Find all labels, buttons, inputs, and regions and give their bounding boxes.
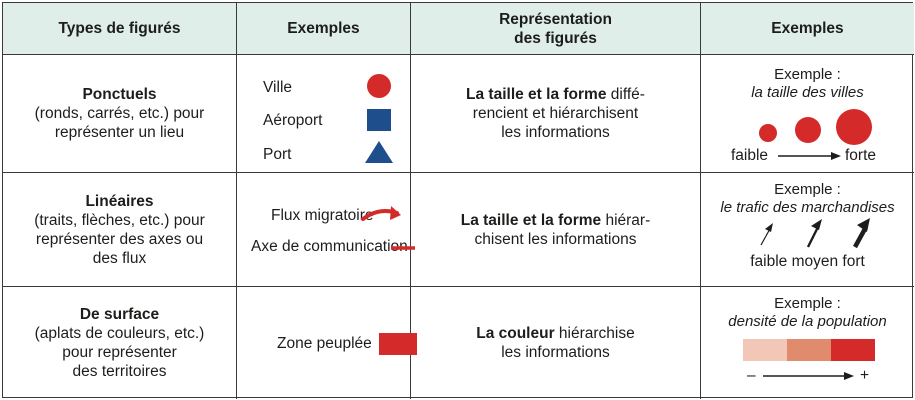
representation-surface: La couleur hiérarchise les informations <box>411 287 701 399</box>
type-surface: De surface (aplats de couleurs, etc.) po… <box>3 287 237 399</box>
rep-text: hiérar- <box>601 211 651 229</box>
representation-lineaires: La taille et la forme hiérar- chisent le… <box>411 173 701 287</box>
rep-text: hiérarchise <box>554 325 635 342</box>
box-subtitle: densité de la population <box>728 313 887 330</box>
type-ponctuels: Ponctuels (ronds, carrés, etc.) pour rep… <box>3 55 237 173</box>
header-types-label: Types de figurés <box>58 20 181 37</box>
type-title: Linéaires <box>85 192 154 210</box>
medium-circle-icon <box>795 117 821 143</box>
blue-triangle-icon <box>365 141 393 163</box>
example-ville-label: Ville <box>263 79 293 96</box>
header-representation: Représentation des figurés <box>411 3 701 55</box>
examples-lineaires: Flux migratoire Axe de communication <box>237 173 415 287</box>
type-desc-line: des flux <box>92 249 147 267</box>
type-desc-line: (ronds, carrés, etc.) pour <box>34 105 205 122</box>
rep-text: les informations <box>501 344 610 361</box>
examples-ponctuels: Ville Aéroport Port <box>237 55 411 173</box>
density-scale <box>743 339 875 380</box>
type-lineaires: Linéaires (traits, flèches, etc.) pour r… <box>3 173 237 287</box>
traffic-arrows <box>760 218 870 249</box>
rep-bold: La couleur <box>476 325 555 342</box>
header-representation-line1: Représentation <box>499 10 612 28</box>
example-zone-label: Zone peuplée <box>277 335 372 352</box>
type-desc-line: (aplats de couleurs, etc.) <box>34 325 205 342</box>
type-title: De surface <box>79 306 160 323</box>
header-exemples2-label: Exemples <box>771 20 844 37</box>
header-exemples-label: Exemples <box>287 20 360 37</box>
scale-plus-label: + <box>860 367 870 384</box>
curved-arrow-head-icon <box>390 206 401 220</box>
rep-text: diffé- <box>606 86 645 103</box>
small-circle-icon <box>759 124 777 142</box>
scale-high-label: forte <box>845 147 877 164</box>
examples-surface: Zone peuplée <box>237 287 417 399</box>
line-symbols <box>361 206 415 250</box>
type-desc-line: pour représenter <box>62 344 177 361</box>
type-desc-line: représenter des axes ou <box>35 230 204 248</box>
box-subtitle: le trafic des marchandises <box>720 199 895 216</box>
header-exemples-1: Exemples <box>237 3 411 55</box>
header-types: Types de figurés <box>3 3 237 55</box>
arrow-head-icon <box>844 372 854 380</box>
rep-text: chisent les informations <box>474 230 637 248</box>
example-axe-label: Axe de communication <box>251 238 408 255</box>
scale-minus-label: – <box>747 367 756 384</box>
box-title: Exemple : <box>774 181 841 198</box>
density-dark-swatch <box>831 339 875 361</box>
point-symbols <box>365 74 393 163</box>
red-circle-icon <box>367 74 391 98</box>
header-representation-line2: des figurés <box>514 29 597 47</box>
header-exemples-2: Exemples <box>701 3 914 55</box>
rep-text: rencient et hiérarchisent <box>472 105 639 122</box>
city-size-scale <box>759 109 872 160</box>
type-desc-line: représenter un lieu <box>54 124 185 141</box>
arrow-head-icon <box>831 152 841 160</box>
box-subtitle: la taille des villes <box>751 84 864 101</box>
blue-square-icon <box>367 109 391 131</box>
scale-labels: faible moyen fort <box>750 253 865 270</box>
thick-arrow-icon <box>853 225 868 249</box>
rep-bold: La taille et la forme <box>466 86 607 103</box>
large-circle-icon <box>836 109 872 145</box>
type-desc-line: des territoires <box>72 363 167 380</box>
rep-text: les informations <box>501 124 610 141</box>
density-mid-swatch <box>787 339 831 361</box>
area-symbols <box>379 333 417 355</box>
box-title: Exemple : <box>774 295 841 312</box>
scale-low-label: faible <box>731 147 769 164</box>
representation-ponctuels: La taille et la forme diffé- rencient et… <box>411 55 701 173</box>
example-port-label: Port <box>263 146 292 163</box>
box-surface: Exemple : densité de la population – + <box>701 287 914 399</box>
box-ponctuels: Exemple : la taille des villes faible fo… <box>701 55 914 173</box>
example-flux-label: Flux migratoire <box>271 207 374 224</box>
example-aeroport-label: Aéroport <box>263 112 323 129</box>
type-title: Ponctuels <box>82 86 157 103</box>
red-rect-icon <box>379 333 417 355</box>
box-title: Exemple : <box>774 66 841 83</box>
rep-bold: La taille et la forme <box>460 211 602 229</box>
box-lineaires: Exemple : le trafic des marchandises fai… <box>701 173 914 287</box>
type-desc-line: (traits, flèches, etc.) pour <box>34 211 205 229</box>
density-light-swatch <box>743 339 787 361</box>
